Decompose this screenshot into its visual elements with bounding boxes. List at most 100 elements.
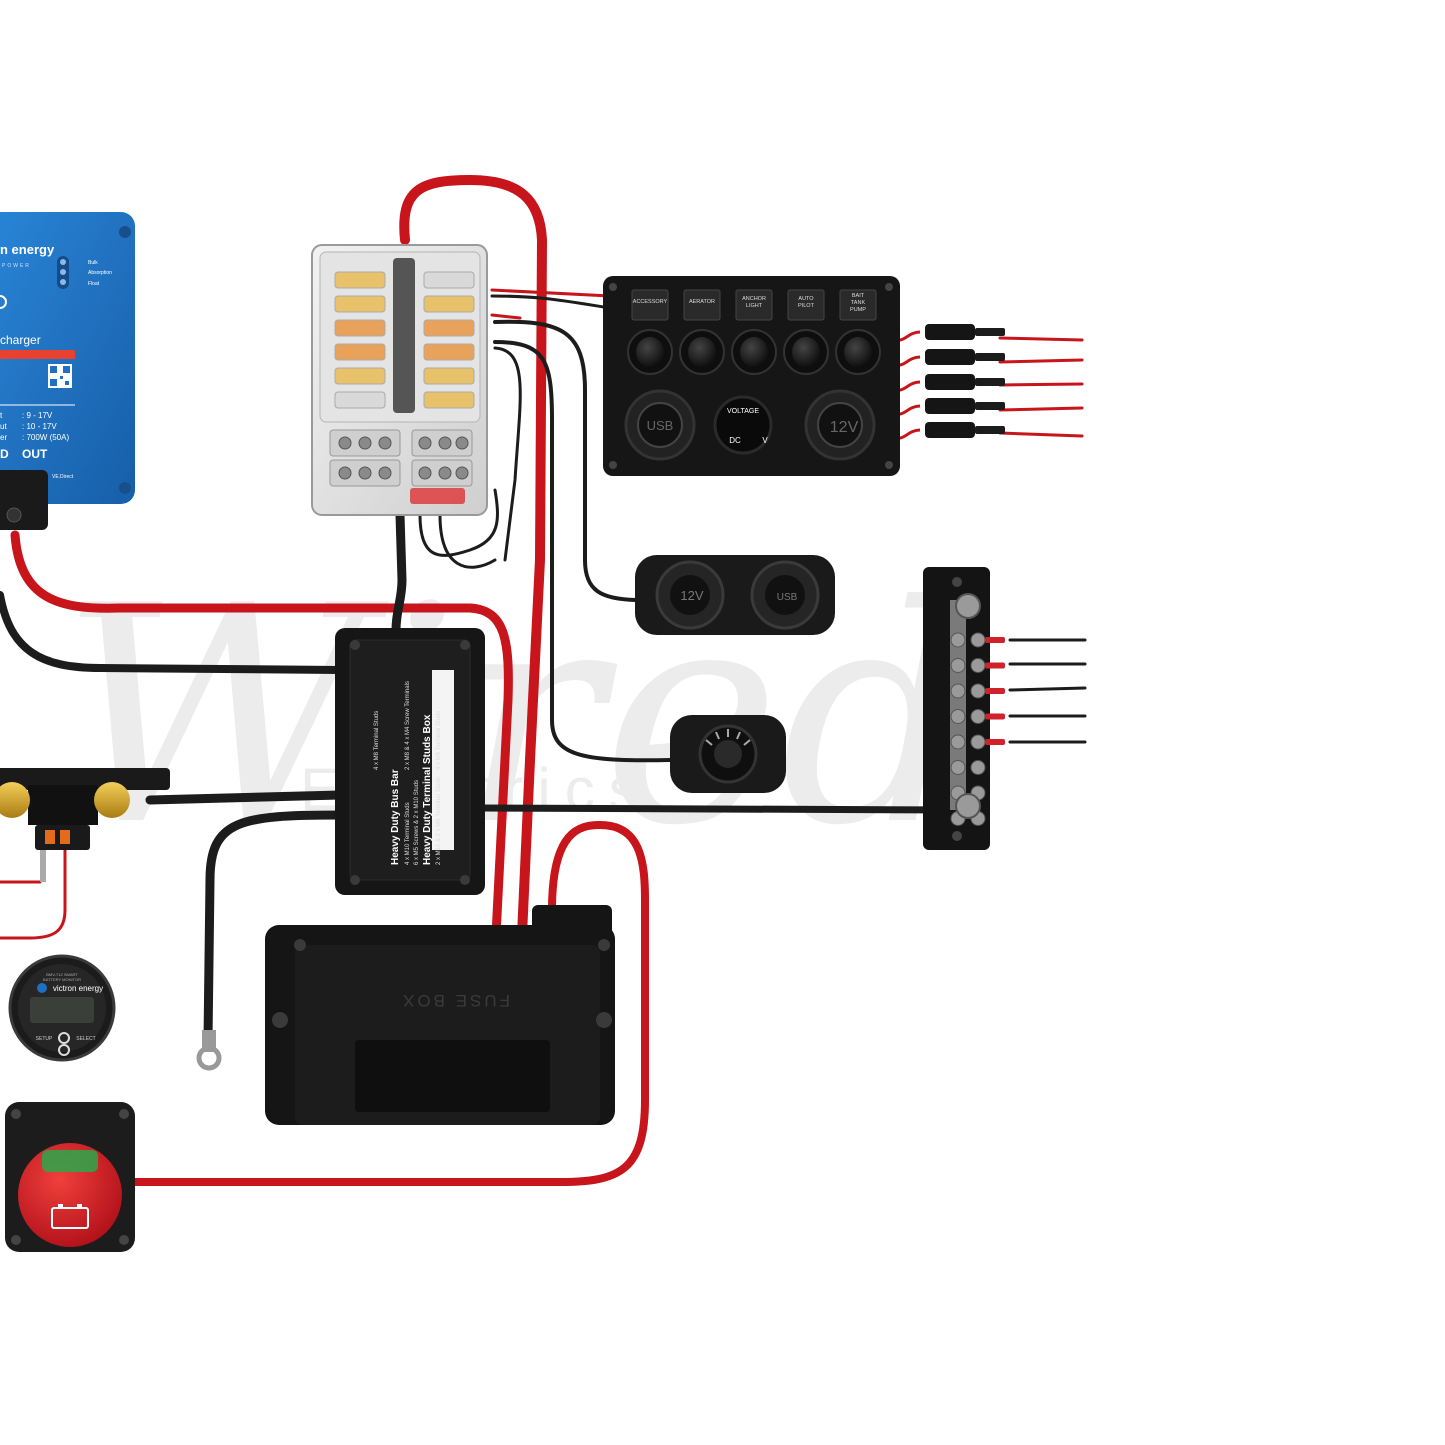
terminal-screw-icon xyxy=(438,466,452,480)
monitor-brand: victron energy xyxy=(53,984,103,993)
shunt-connector-pin-2 xyxy=(60,830,70,844)
watermark-word: Wired xyxy=(60,542,972,891)
fuse-box-window xyxy=(355,1040,550,1112)
charger-screw-tr xyxy=(119,226,131,238)
bus-screw-br xyxy=(460,875,470,885)
terminal-stud-left xyxy=(950,709,966,724)
panel-output-wires xyxy=(998,336,1084,438)
panel-usb-socket[interactable]: USB xyxy=(624,389,696,461)
charger-orange-stripe xyxy=(0,350,75,359)
terminal-bar-wires xyxy=(1008,638,1087,744)
switch-label-text: ACCESSORY xyxy=(633,299,668,305)
battery-icon xyxy=(51,1207,89,1229)
inline-fuse-lead xyxy=(899,380,921,392)
inline-fuse-holder xyxy=(925,422,975,438)
watermark: Wired Electrics xyxy=(60,542,972,891)
terminal-stud-right xyxy=(970,632,986,648)
wire-black-thin-panel-1 xyxy=(490,294,612,310)
blade-fuse-right xyxy=(423,367,475,385)
blade-fuse-block xyxy=(311,244,488,516)
charger-logo-icon xyxy=(0,295,7,309)
monitor-button-down[interactable] xyxy=(58,1044,70,1056)
spec-label-2: ut xyxy=(0,422,7,431)
wire-red-switch-loop xyxy=(116,821,649,1186)
inline-fuse-lead xyxy=(899,355,921,367)
switch-label-text: PILOT xyxy=(798,303,815,309)
led-absorption-icon xyxy=(60,269,66,275)
rocker-switch-cap[interactable] xyxy=(740,337,768,367)
qr-code-icon xyxy=(48,364,72,388)
wire-black-shunt xyxy=(145,790,345,805)
terminal-stud-bar xyxy=(923,567,1005,850)
rocker-switch-cap[interactable] xyxy=(792,337,820,367)
rocker-switch-cap[interactable] xyxy=(688,337,716,367)
rocker-switch-cap[interactable] xyxy=(844,337,872,367)
fuse-box-screw-tr xyxy=(598,939,610,951)
voltmeter-v: V xyxy=(762,436,768,445)
fuse-box: FUSE BOX xyxy=(265,905,615,1125)
panel-12v-label: 12V xyxy=(830,419,859,436)
charger-ve-direct: VE.Direct xyxy=(52,474,74,480)
led-bulk-icon xyxy=(60,259,66,265)
charger-port-in: D xyxy=(0,447,9,461)
terminal-screw-icon xyxy=(358,466,372,480)
switch-label-plate xyxy=(787,289,825,321)
spec-label-3: er xyxy=(0,433,7,442)
fuse-box-label: FUSE BOX xyxy=(400,991,510,1010)
inline-fuse-lead xyxy=(899,330,921,342)
voltmeter-label: VOLTAGE xyxy=(727,408,759,415)
monitor-select-label: SELECT xyxy=(76,1036,95,1042)
switch-rockers[interactable] xyxy=(627,329,881,375)
terminal-screw-icon xyxy=(378,466,392,480)
switch-label-text: LIGHT xyxy=(746,303,763,309)
monitor-setup-label: SETUP xyxy=(36,1036,53,1042)
inline-fuse-holders xyxy=(899,324,1005,440)
panel-voltmeter: VOLTAGE DC V xyxy=(713,395,773,455)
terminal-screw-icon xyxy=(438,436,452,450)
terminal-stud-right xyxy=(970,760,986,775)
terminal-bar-screw-top xyxy=(952,577,962,587)
blade-fuse-left xyxy=(334,343,386,361)
isolator-screw-tr xyxy=(119,1109,129,1119)
monitor-button-up[interactable] xyxy=(58,1032,70,1044)
isolator-screw-bl xyxy=(11,1235,21,1245)
blade-fuse-right xyxy=(423,391,475,409)
monitor-model: BMV-712 SMART xyxy=(46,972,78,977)
switch-label-text: TANK xyxy=(851,300,866,306)
gauge-ticks xyxy=(705,729,751,746)
fuse-box-screw-right xyxy=(596,1012,612,1028)
blade-fuse-left xyxy=(334,295,386,313)
shunt-stud-right xyxy=(94,782,130,818)
bus-screw-bl xyxy=(350,875,360,885)
monitor-lcd xyxy=(30,997,94,1023)
wire-red-shunt-small xyxy=(0,838,67,940)
inline-fuse-cap xyxy=(975,426,1005,434)
blade-fuse-left xyxy=(334,391,386,409)
rocker-switch-cap[interactable] xyxy=(636,337,664,367)
battery-shunt xyxy=(0,768,170,882)
terminal-bar-screw-bottom xyxy=(952,831,962,841)
fuse-terminal-screws xyxy=(338,436,469,480)
inline-fuse-cap xyxy=(975,402,1005,410)
bus-bar-text: Heavy Duty Bus Bar 4 x M10 Terminal Stud… xyxy=(374,681,442,865)
bus-title-1: Heavy Duty Bus Bar xyxy=(390,769,401,865)
wires xyxy=(0,175,1087,1186)
wire-black-thin-dual xyxy=(493,319,642,602)
terminal-stud-right xyxy=(970,683,986,699)
terminal-screw-icon xyxy=(338,466,352,480)
inline-fuse-holder xyxy=(925,324,975,340)
terminal-stud-right xyxy=(970,734,986,750)
switch-label-plate xyxy=(839,289,877,321)
charger-port-out: OUT xyxy=(22,447,48,461)
wire-black-thin-2 xyxy=(438,513,497,569)
switch-label-text: BAIT xyxy=(852,293,865,299)
terminal-stud-left xyxy=(950,734,966,750)
terminal-stud-left xyxy=(950,658,966,673)
dual-socket-left-inner xyxy=(670,575,710,615)
panel-screw-tr xyxy=(885,283,893,291)
panel-12v-socket[interactable]: 12V xyxy=(804,389,876,461)
wire-red-thin-panel-2 xyxy=(490,313,522,320)
shunt-connector-pin-1 xyxy=(45,830,55,844)
inline-fuse-holder xyxy=(925,349,975,365)
